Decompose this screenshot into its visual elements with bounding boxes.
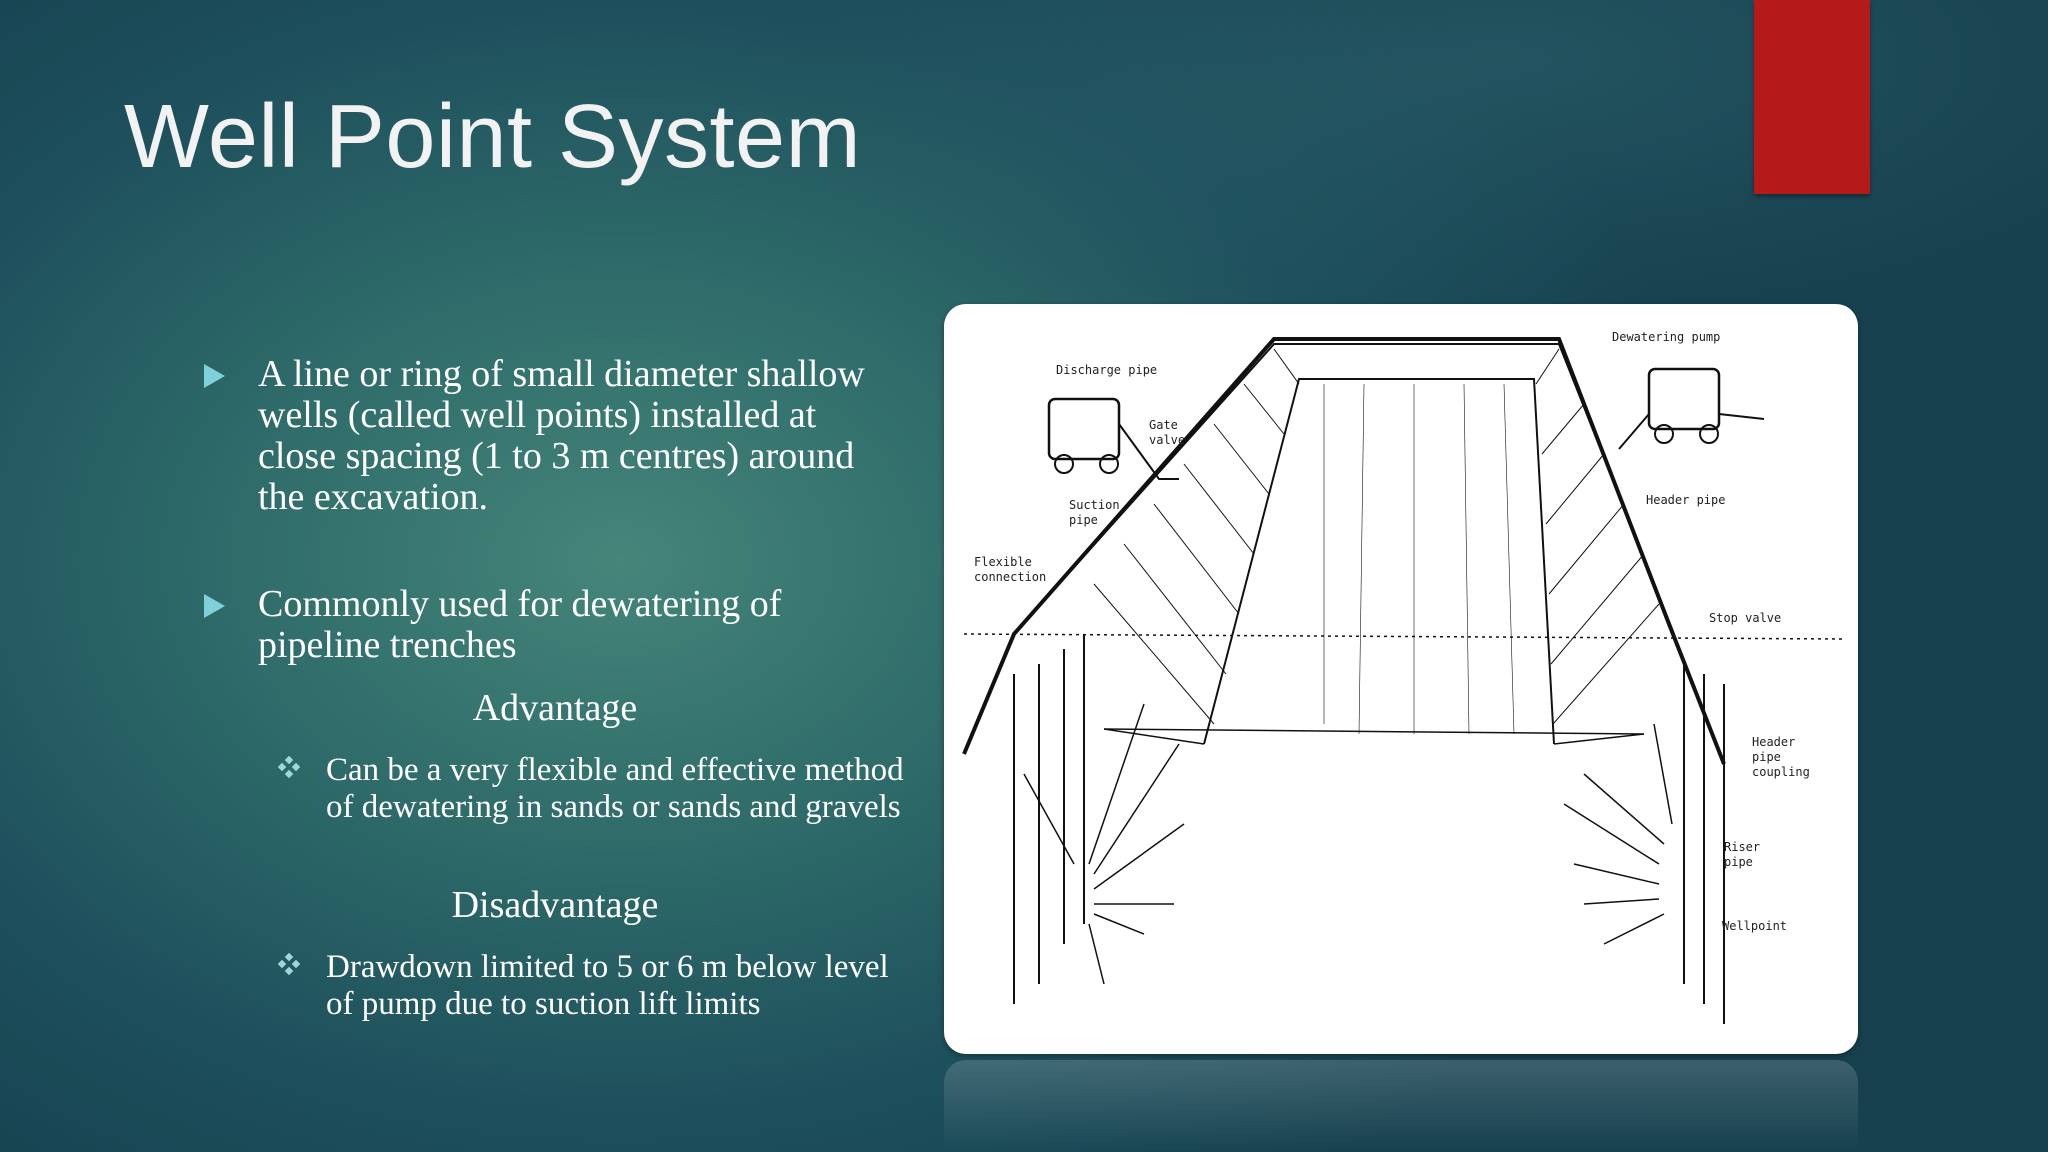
advantage-heading: Advantage — [472, 687, 638, 729]
label-wellpoint: Wellpoint — [1722, 919, 1787, 933]
figure-reflection — [944, 1060, 1858, 1152]
label-suction-pipe-2: pipe — [1069, 513, 1098, 527]
label-riser-pipe-2: pipe — [1724, 855, 1753, 869]
diagram-drawing: Discharge pipe Gate valve Suction pipe F… — [962, 330, 1845, 1024]
label-flexible-connection-2: connection — [974, 570, 1046, 584]
label-riser-pipe-1: Riser — [1724, 840, 1760, 854]
advantage-text: Can be a very flexible and effective met… — [326, 752, 904, 825]
disadvantage-text: Drawdown limited to 5 or 6 m below level… — [326, 949, 889, 1022]
label-flexible-connection-1: Flexible — [974, 555, 1032, 569]
label-dewatering-pump: Dewatering pump — [1612, 330, 1720, 344]
label-header-coupling-2: pipe — [1752, 750, 1781, 764]
diamond-bullet-icon — [278, 756, 300, 778]
red-accent-bar — [1754, 0, 1870, 194]
label-gate-valve-2: valve — [1149, 433, 1185, 447]
label-stop-valve: Stop valve — [1709, 611, 1781, 625]
diamond-bullet-icon — [278, 953, 300, 975]
slide-title: Well Point System — [124, 87, 862, 187]
label-discharge-pipe: Discharge pipe — [1056, 363, 1157, 377]
label-header-coupling-3: coupling — [1752, 765, 1810, 779]
bullet-text-2: Commonly used for dewatering of pipeline… — [258, 583, 782, 666]
disadvantage-heading: Disadvantage — [451, 884, 659, 926]
bullet-text-1: A line or ring of small diameter shallow… — [258, 353, 865, 518]
bullet-arrow-icon — [204, 594, 225, 618]
well-point-diagram: Discharge pipe Gate valve Suction pipe F… — [944, 304, 1858, 1054]
bullet-arrow-icon — [204, 364, 225, 388]
label-suction-pipe-1: Suction — [1069, 498, 1120, 512]
label-gate-valve-1: Gate — [1149, 418, 1178, 432]
label-header-coupling-1: Header — [1752, 735, 1795, 749]
label-header-pipe: Header pipe — [1646, 493, 1725, 507]
